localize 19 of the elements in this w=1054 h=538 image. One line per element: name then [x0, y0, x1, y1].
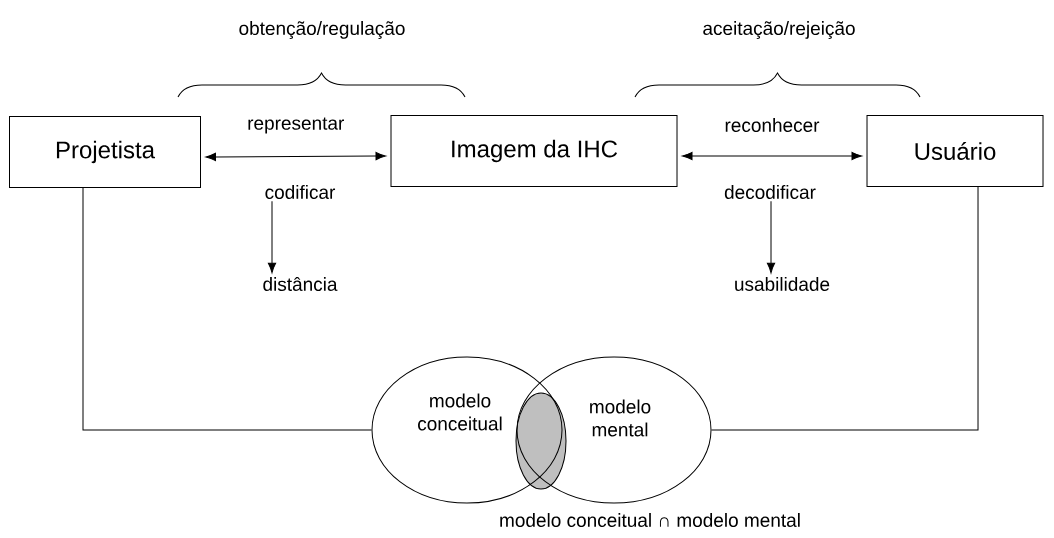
arrow	[267, 200, 277, 274]
term-label: distância	[263, 277, 338, 291]
arrow	[766, 200, 776, 274]
double-arrow	[205, 151, 386, 162]
term-label: codificar	[265, 185, 336, 199]
connector-line	[711, 186, 979, 431]
term-label: decodificar	[724, 185, 816, 199]
process-box: Imagem da IHC	[390, 115, 678, 187]
connector-line	[82, 187, 372, 431]
process-box: Projetista	[9, 116, 201, 188]
double-arrow	[682, 151, 862, 161]
heading-label: obtenção/regulação	[239, 21, 405, 39]
process-box: Usuário	[866, 115, 1044, 187]
edge-label: representar	[248, 117, 344, 134]
heading-label: aceitação/rejeição	[703, 21, 855, 39]
term-label: usabilidade	[735, 277, 830, 291]
intersection-ellipse	[515, 392, 567, 490]
intersection-label: modelo conceitual ∩ modelo mental	[500, 513, 800, 527]
edge-label: reconhecer	[725, 118, 820, 132]
